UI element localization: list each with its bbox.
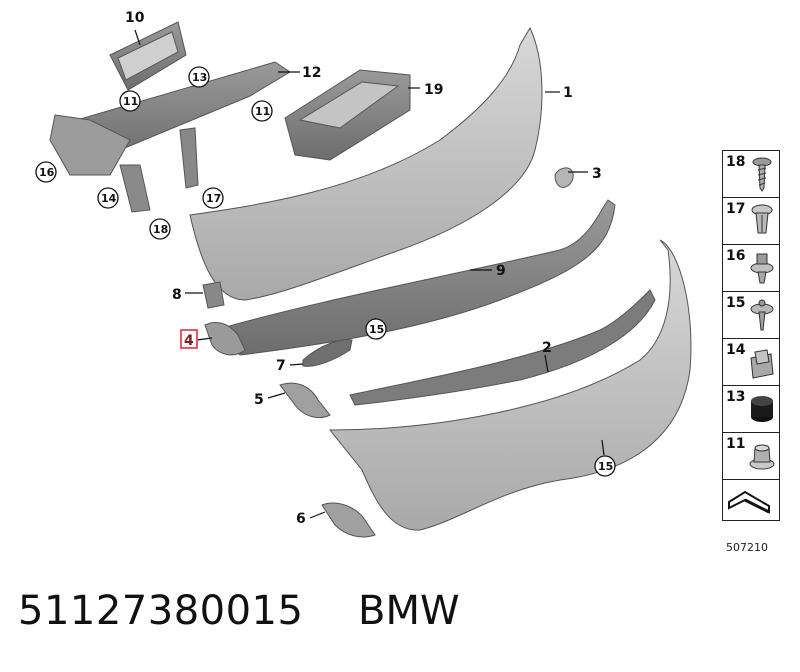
part-7-reflector — [302, 339, 353, 367]
legend-num: 16 — [726, 248, 746, 264]
svg-text:15: 15 — [598, 460, 613, 473]
legend-num: 15 — [726, 295, 746, 311]
screw-icon — [752, 157, 772, 192]
part-4-trim — [204, 322, 246, 356]
part-1-bumper-trim — [189, 26, 543, 301]
legend-arrow-cell — [722, 479, 780, 521]
part-10-bracket — [109, 21, 187, 91]
spring-nut-icon — [750, 349, 774, 379]
circled-callout-15-a: 15 — [365, 318, 387, 340]
legend-item-16: 16 — [722, 244, 780, 292]
svg-text:15: 15 — [369, 323, 384, 336]
circled-callouts: 11 11 13 16 14 17 18 15 15 — [35, 66, 616, 477]
circled-callout-11-b: 11 — [251, 100, 273, 122]
svg-text:18: 18 — [153, 223, 168, 236]
leader-lines — [134, 29, 605, 519]
part-5-trim — [279, 382, 331, 418]
circled-callout-14: 14 — [97, 187, 119, 209]
svg-text:14: 14 — [101, 192, 117, 205]
callout-19: 19 — [424, 82, 443, 98]
legend-item-11: 11 — [722, 432, 780, 480]
callout-10: 10 — [125, 10, 145, 26]
push-pin-icon — [750, 299, 774, 331]
svg-text:4: 4 — [184, 333, 194, 349]
callout-4-highlighted: 4 — [180, 329, 198, 349]
callout-2: 2 — [542, 340, 552, 356]
svg-text:17: 17 — [206, 192, 221, 205]
legend-item-17: 17 — [722, 197, 780, 245]
highlight-box — [180, 329, 198, 349]
legend-item-15: 15 — [722, 291, 780, 339]
clip-icon — [750, 253, 774, 284]
callout-1: 1 — [563, 85, 573, 101]
expanding-rivet-icon — [751, 204, 773, 234]
circled-callout-13: 13 — [188, 66, 210, 88]
brand-name: BMW — [358, 588, 460, 634]
fastener-legend: 18 17 16 15 14 — [722, 150, 780, 521]
legend-item-18: 18 — [722, 150, 780, 198]
legend-num: 13 — [726, 389, 746, 405]
callout-labels: 10 12 19 1 3 9 8 7 2 5 6 — [125, 10, 602, 527]
callout-12: 12 — [302, 65, 321, 81]
legend-item-14: 14 — [722, 338, 780, 386]
part-6-trim — [321, 502, 376, 538]
legend-num: 14 — [726, 342, 746, 358]
direction-arrow-icon — [728, 490, 770, 514]
svg-text:11: 11 — [123, 95, 138, 108]
svg-text:16: 16 — [39, 166, 55, 179]
parts-diagram: 10 12 19 1 3 9 8 7 2 5 6 4 11 11 13 16 1… — [35, 10, 692, 538]
part-3-cover — [554, 167, 574, 188]
legend-num: 18 — [726, 154, 746, 170]
circled-callout-18: 18 — [149, 218, 171, 240]
part-12-carrier — [49, 61, 291, 213]
callout-3: 3 — [592, 166, 602, 182]
circled-callout-11-a: 11 — [119, 90, 141, 112]
diagram-id: 507210 — [726, 541, 768, 554]
callout-6: 6 — [296, 511, 306, 527]
callout-7: 7 — [276, 358, 286, 374]
circled-callout-15-b: 15 — [594, 455, 616, 477]
svg-text:11: 11 — [255, 105, 270, 118]
part-19-absorber — [284, 69, 411, 161]
callout-9: 9 — [496, 263, 506, 279]
legend-num: 17 — [726, 201, 746, 217]
callout-5: 5 — [254, 392, 264, 408]
rubber-buffer-icon — [751, 396, 773, 422]
callout-8: 8 — [172, 287, 182, 303]
part-8-bracket — [202, 281, 225, 309]
nut-icon — [749, 444, 775, 470]
part-number: 51127380015 — [18, 588, 304, 634]
legend-item-13: 13 — [722, 385, 780, 433]
svg-text:13: 13 — [192, 71, 207, 84]
circled-callout-16: 16 — [35, 161, 57, 183]
legend-num: 11 — [726, 436, 746, 452]
circled-callout-17: 17 — [202, 187, 224, 209]
